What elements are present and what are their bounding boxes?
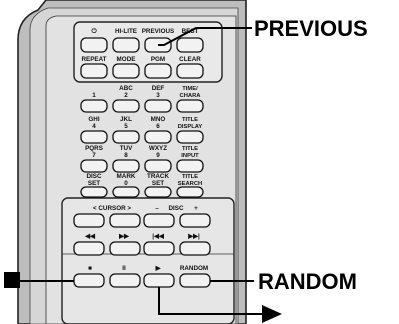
key-5-button[interactable] — [112, 130, 140, 144]
rewind-icon: ◀◀ — [84, 233, 95, 240]
stop-square-icon — [4, 272, 20, 288]
repeat-button[interactable] — [80, 63, 108, 79]
cursor-right-button[interactable] — [109, 213, 141, 228]
key-5-label: 5 — [124, 123, 128, 130]
pause-icon: II — [122, 265, 126, 272]
disc-plus-button[interactable] — [179, 213, 211, 228]
pgm-button[interactable] — [144, 63, 172, 79]
key-5-letters: JKL — [120, 116, 132, 123]
title-display-label-2: DISPLAY — [178, 124, 203, 130]
mode-button[interactable] — [112, 63, 140, 79]
power-button[interactable] — [80, 37, 108, 53]
previous-callout-text: PREVIOUS — [254, 16, 368, 41]
title-display-label-1: TITLE — [182, 117, 198, 123]
numeric-keypad: 1 ABC 2 DEF 3 TIME/ CHARA GHI 4 JKL 5 MN… — [80, 85, 204, 198]
title-search-button[interactable] — [176, 186, 204, 198]
title-input-label-2: INPUT — [181, 153, 199, 159]
key-2-label: 2 — [124, 92, 128, 99]
key-7-label: 7 — [92, 152, 96, 159]
key-7-letters: PQRS — [85, 145, 103, 152]
power-icon: ⏻ — [92, 28, 97, 35]
stop-icon: ■ — [88, 265, 92, 272]
rewind-button[interactable] — [73, 241, 105, 256]
cursor-left-button[interactable] — [73, 213, 105, 228]
next-track-button[interactable] — [179, 241, 211, 256]
mark-button[interactable] — [112, 186, 140, 198]
key-8-button[interactable] — [112, 159, 140, 173]
hilite-button[interactable] — [112, 37, 140, 53]
key-9-button[interactable] — [144, 159, 172, 173]
key-1-label: 1 — [92, 92, 96, 99]
disc-label: DISC — [168, 205, 183, 212]
disc-plus-label: + — [194, 205, 198, 212]
key-3-button[interactable] — [144, 99, 172, 113]
key-2-button[interactable] — [112, 99, 140, 113]
clear-label: CLEAR — [179, 56, 201, 63]
title-input-button[interactable] — [176, 159, 204, 173]
track-set-label-1: TRACK — [147, 173, 169, 180]
play-triangle-icon — [262, 305, 282, 323]
pause-button[interactable] — [109, 273, 141, 288]
key-6-button[interactable] — [144, 130, 172, 144]
previous-track-button[interactable] — [143, 241, 175, 256]
best-button[interactable] — [176, 37, 204, 53]
pgm-label: PGM — [151, 56, 165, 63]
previous-key-label: PREVIOUS — [142, 28, 175, 35]
callouts: PREVIOUS RANDOM — [4, 16, 368, 323]
disc-minus-button[interactable] — [143, 213, 175, 228]
key-4-button[interactable] — [80, 130, 108, 144]
random-button[interactable] — [179, 273, 211, 288]
stop-button[interactable] — [73, 273, 105, 288]
hilite-label: HI-LITE — [115, 28, 137, 35]
key-7-button[interactable] — [80, 159, 108, 173]
time-chara-label-2: CHARA — [180, 93, 202, 99]
title-input-label-1: TITLE — [182, 146, 198, 152]
next-track-icon: ▶▶| — [187, 233, 200, 240]
track-set-label-2: SET — [152, 180, 164, 187]
key-8-letters: TUV — [120, 145, 133, 152]
time-chara-button[interactable] — [176, 99, 204, 113]
key-6-label: 6 — [156, 123, 160, 130]
key-3-letters: DEF — [152, 85, 165, 92]
time-chara-label-1: TIME/ — [182, 86, 198, 92]
key-4-label: 4 — [92, 123, 96, 130]
mark-label-1: MARK — [117, 173, 136, 180]
key-3-label: 3 — [156, 92, 160, 99]
fast-forward-button[interactable] — [109, 241, 141, 256]
fast-forward-icon: ▶▶ — [118, 233, 129, 240]
play-icon: ▶ — [155, 265, 161, 272]
disc-set-label-2: SET — [88, 180, 100, 187]
disc-set-label-1: DISC — [86, 173, 101, 180]
key-9-label: 9 — [156, 152, 160, 159]
disc-set-button[interactable] — [80, 186, 108, 198]
play-button[interactable] — [143, 273, 175, 288]
disc-minus-label: – — [155, 205, 159, 212]
random-callout-text: RANDOM — [258, 269, 357, 294]
key-8-label: 8 — [124, 152, 128, 159]
random-key-label: RANDOM — [180, 265, 208, 272]
key-1-button[interactable] — [80, 99, 108, 113]
play-callout-line — [158, 287, 262, 315]
track-set-button[interactable] — [144, 186, 172, 198]
mark-label-2: 0 — [124, 180, 128, 187]
key-6-letters: MNO — [151, 116, 166, 123]
mode-label: MODE — [117, 56, 136, 63]
previous-callout-line — [158, 27, 252, 46]
title-display-button[interactable] — [176, 130, 204, 144]
key-9-letters: WXYZ — [149, 145, 167, 152]
clear-button[interactable] — [176, 63, 204, 79]
key-2-letters: ABC — [119, 85, 133, 92]
title-search-label-1: TITLE — [182, 174, 198, 180]
title-search-label-2: SEARCH — [178, 181, 202, 187]
key-4-letters: GHI — [88, 116, 99, 123]
previous-track-icon: |◀◀ — [152, 233, 164, 240]
repeat-label: REPEAT — [81, 56, 106, 63]
cursor-label: < CURSOR > — [93, 205, 131, 212]
